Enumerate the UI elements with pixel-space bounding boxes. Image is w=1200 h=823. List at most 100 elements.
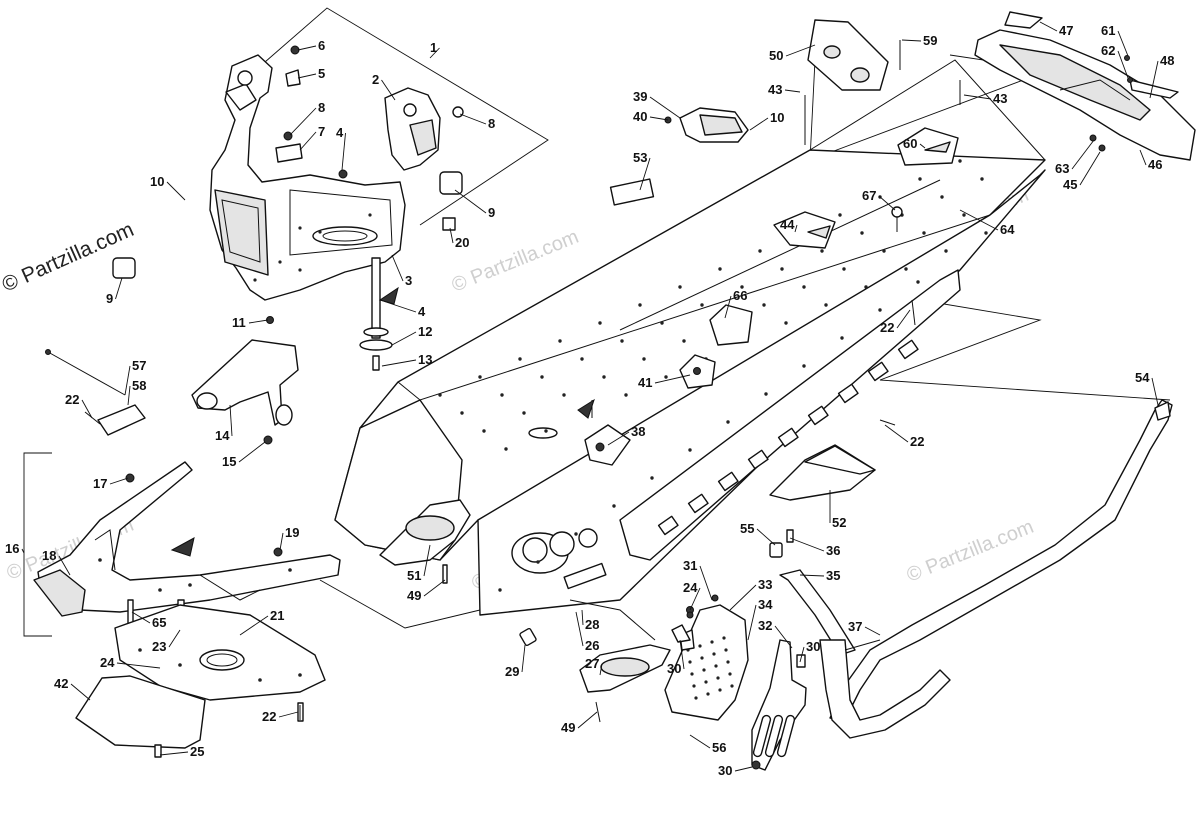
rivet-hole xyxy=(758,249,762,253)
callout-label-c9b: 9 xyxy=(106,291,113,306)
callout-label-c21: 21 xyxy=(270,608,284,623)
bolt-29 xyxy=(519,627,537,647)
rivet-hole xyxy=(580,357,584,361)
callout-label-c25: 25 xyxy=(190,744,204,759)
leader-line-c30c xyxy=(734,766,753,772)
callout-label-c11: 11 xyxy=(232,315,246,330)
callout-label-c42: 42 xyxy=(54,676,68,691)
rivet-hole xyxy=(802,364,806,368)
heel-hole xyxy=(704,680,708,684)
leader-line-c9b xyxy=(115,277,123,300)
leader-line-c50 xyxy=(785,44,816,57)
leader-line-c5 xyxy=(297,73,317,79)
callout-label-c63: 63 xyxy=(1055,161,1069,176)
rivet-hole xyxy=(878,308,882,312)
leader-line-c44 xyxy=(794,224,798,233)
callout-label-c19: 19 xyxy=(285,525,299,540)
rivet-hole xyxy=(860,231,864,235)
leader-line-c8b xyxy=(459,113,487,125)
rivet-hole xyxy=(740,285,744,289)
side-reinforcement-plate xyxy=(769,444,876,501)
callout-label-c43b: 43 xyxy=(993,91,1007,106)
rivet-hole xyxy=(574,532,578,536)
heel-hole xyxy=(698,644,702,648)
rivet-hole xyxy=(602,375,606,379)
foot-step xyxy=(569,599,671,723)
callout-label-c22b: 22 xyxy=(880,320,894,335)
steering-post xyxy=(359,257,399,371)
rivet-hole xyxy=(904,267,908,271)
callout-label-c57: 57 xyxy=(132,358,146,373)
rivet-hole xyxy=(944,249,948,253)
rivet-hole xyxy=(540,375,544,379)
callout-label-c5: 5 xyxy=(318,66,325,81)
callout-label-c38: 38 xyxy=(631,424,645,439)
callout-label-c30b: 30 xyxy=(806,639,820,654)
leader-line-c64 xyxy=(959,209,999,231)
heel-hole xyxy=(714,664,718,668)
leader-line-c29 xyxy=(521,644,526,673)
leader-line-c66 xyxy=(724,295,732,319)
heel-hole xyxy=(730,684,734,688)
leader-line-c10b xyxy=(749,117,769,131)
leader-line-c22c xyxy=(884,424,909,443)
callout-label-c66: 66 xyxy=(733,288,747,303)
rivet-hole xyxy=(962,213,966,217)
rail-cutout xyxy=(687,493,709,514)
rear-snowflap xyxy=(974,11,1196,161)
callout-label-c50: 50 xyxy=(769,48,783,63)
leader-line-c4b xyxy=(379,299,417,313)
rivet-hole xyxy=(682,339,686,343)
heel-hole xyxy=(700,656,704,660)
leader-line-c59 xyxy=(901,39,922,42)
leader-line-c63 xyxy=(1071,139,1095,170)
callout-label-c8b: 8 xyxy=(488,116,495,131)
running-board-cutouts xyxy=(657,339,919,536)
rivet-hole xyxy=(536,560,540,564)
leader-line-c54 xyxy=(1151,377,1159,406)
callout-label-c29: 29 xyxy=(505,664,519,679)
rear-bumper-tubes xyxy=(769,529,951,739)
rivet-hole xyxy=(980,177,984,181)
callout-label-c26: 26 xyxy=(585,638,599,653)
heel-hole xyxy=(728,672,732,676)
leader-line-c24b xyxy=(689,587,701,611)
rivet-hole xyxy=(562,393,566,397)
rivet-hole xyxy=(918,177,922,181)
leader-line-c23 xyxy=(168,629,181,648)
rivet-hole xyxy=(824,303,828,307)
leader-line-c39 xyxy=(649,96,681,119)
rivet-hole xyxy=(864,285,868,289)
leader-line-c55 xyxy=(756,528,776,546)
rivet-hole xyxy=(820,249,824,253)
callout-label-c22c: 22 xyxy=(910,434,924,449)
callout-label-c49b: 49 xyxy=(561,720,575,735)
callout-label-c41: 41 xyxy=(638,375,652,390)
leader-line-c67 xyxy=(878,195,896,211)
rivet-hole xyxy=(660,321,664,325)
small-fasteners-top xyxy=(112,45,456,324)
rivet-hole xyxy=(726,420,730,424)
callout-label-c53: 53 xyxy=(633,150,647,165)
callout-label-c67: 67 xyxy=(862,188,876,203)
leader-line-c49b xyxy=(577,711,598,729)
leader-line-c10a xyxy=(166,181,186,201)
leader-line-c22b xyxy=(896,309,911,329)
leader-line-c20 xyxy=(449,227,454,244)
rivet-hole xyxy=(764,392,768,396)
side-handle-bracket xyxy=(671,611,807,771)
rivet-hole xyxy=(700,303,704,307)
callout-label-c62: 62 xyxy=(1101,43,1115,58)
leader-line-c21 xyxy=(239,615,269,636)
rivet-hole xyxy=(802,285,806,289)
leader-line-c30b xyxy=(799,646,805,663)
callout-label-c52: 52 xyxy=(832,515,846,530)
leader-line-c14 xyxy=(229,404,233,437)
leader-line-c61 xyxy=(1117,30,1129,57)
heel-hole xyxy=(718,688,722,692)
rivet-hole xyxy=(642,357,646,361)
leader-line-c30a xyxy=(679,639,685,670)
callout-label-c32: 32 xyxy=(758,618,772,633)
